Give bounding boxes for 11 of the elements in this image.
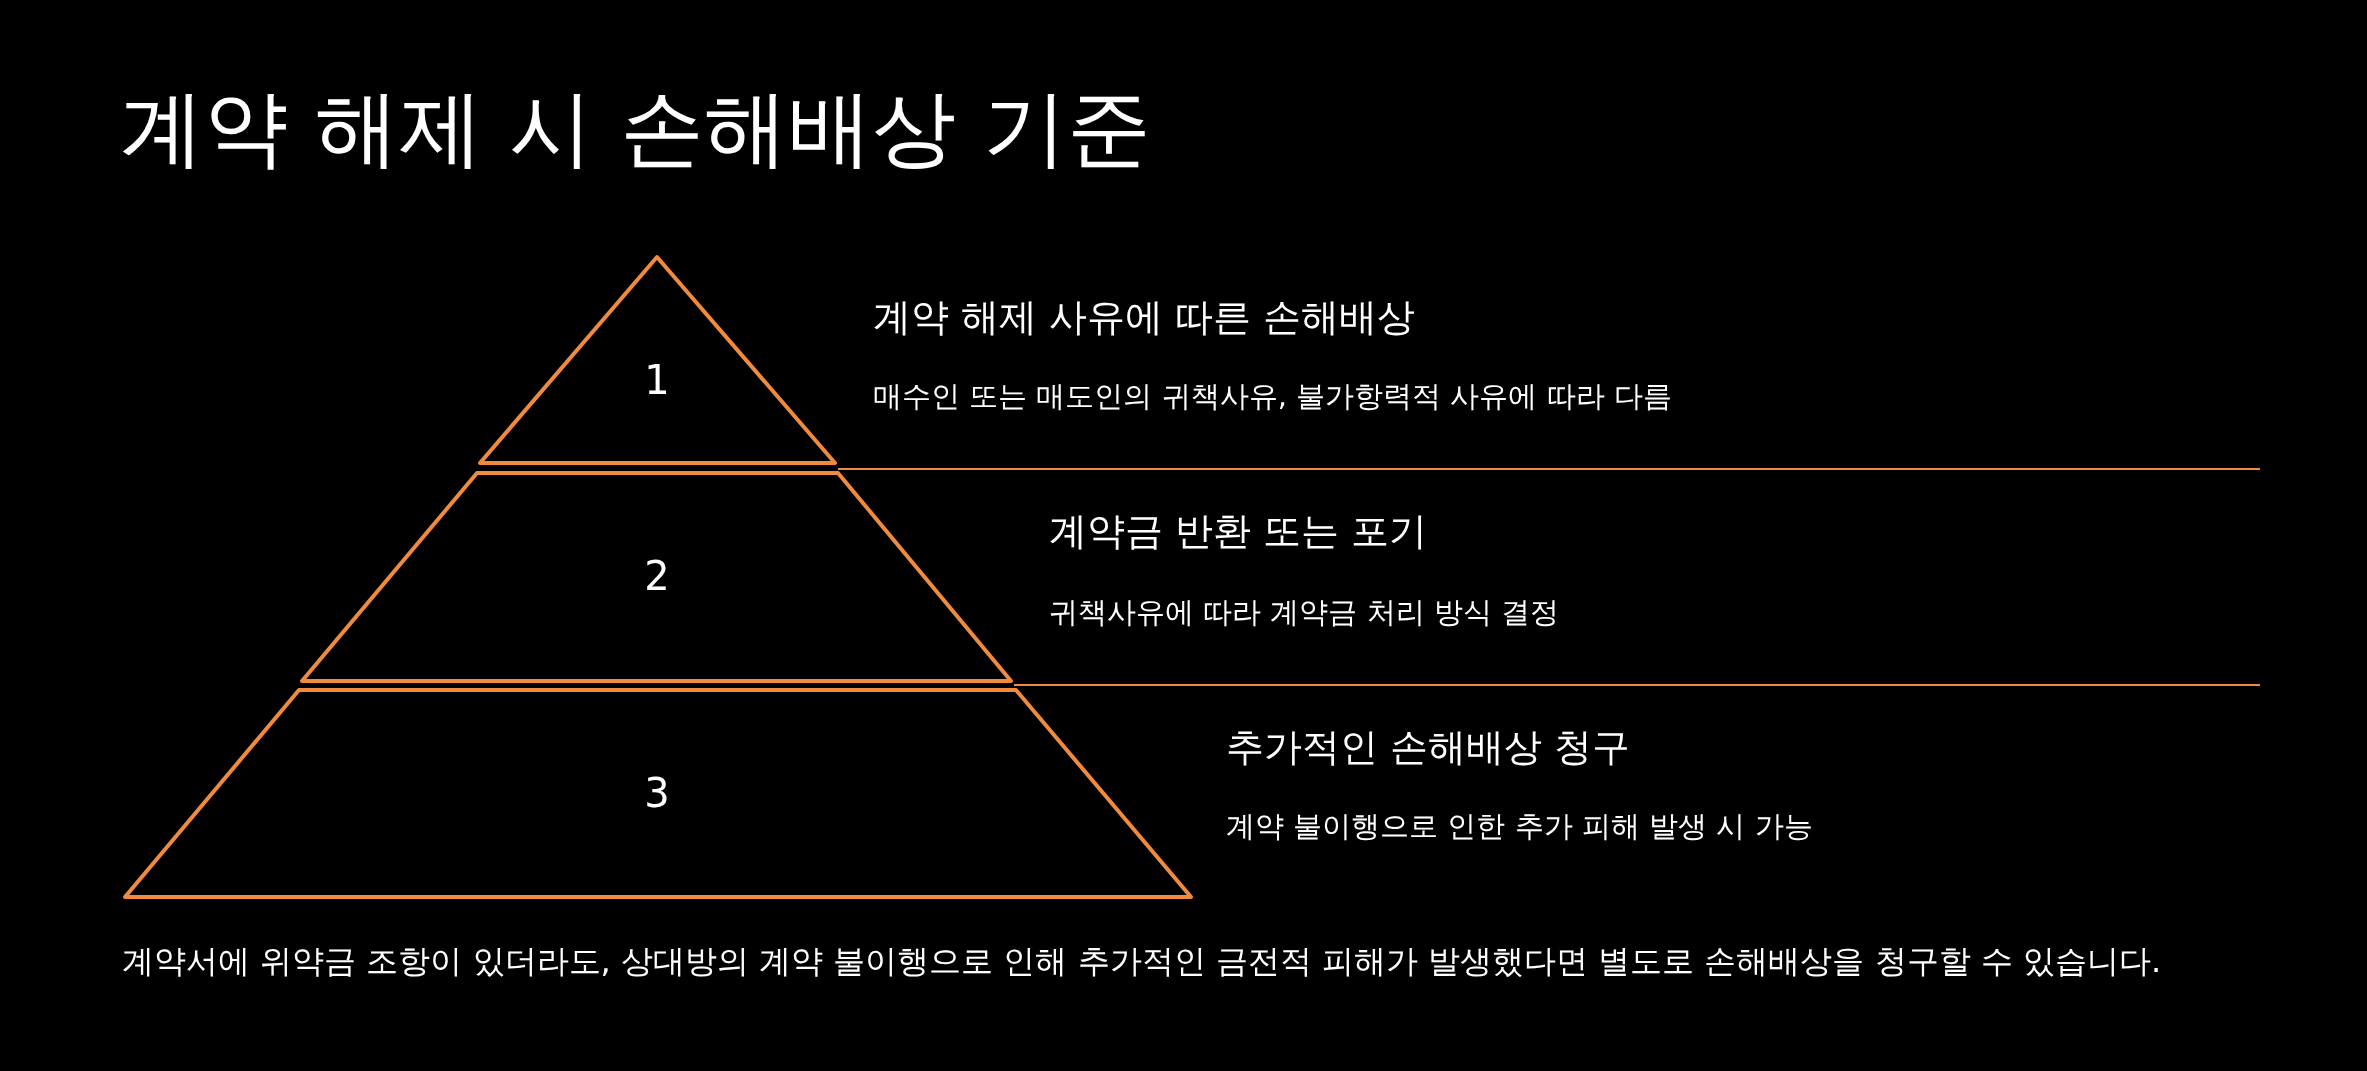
tier-heading: 계약금 반환 또는 포기 <box>1049 510 1428 554</box>
tier-description: 계약 불이행으로 인한 추가 피해 발생 시 가능 <box>1226 810 1813 844</box>
tier-heading: 추가적인 손해배상 청구 <box>1226 726 1631 770</box>
tier-number: 3 <box>643 769 671 816</box>
tier-description: 매수인 또는 매도인의 귀책사유, 불가항력적 사유에 따라 다름 <box>873 380 1672 414</box>
tier-description: 귀책사유에 따라 계약금 처리 방식 결정 <box>1049 596 1560 630</box>
title: 계약 해제 시 손해배상 기준 <box>120 80 1151 177</box>
caption: 계약서에 위약금 조항이 있더라도, 상대방의 계약 불이행으로 인해 추가적인 금전적 피해가 발생했다면 별도로 손해배상을 청구할 수 있습니다. <box>122 943 2162 980</box>
tier-number: 1 <box>643 356 671 403</box>
tier-heading: 계약 해제 사유에 따른 손해배상 <box>873 296 1416 340</box>
tier-number: 2 <box>643 553 671 599</box>
